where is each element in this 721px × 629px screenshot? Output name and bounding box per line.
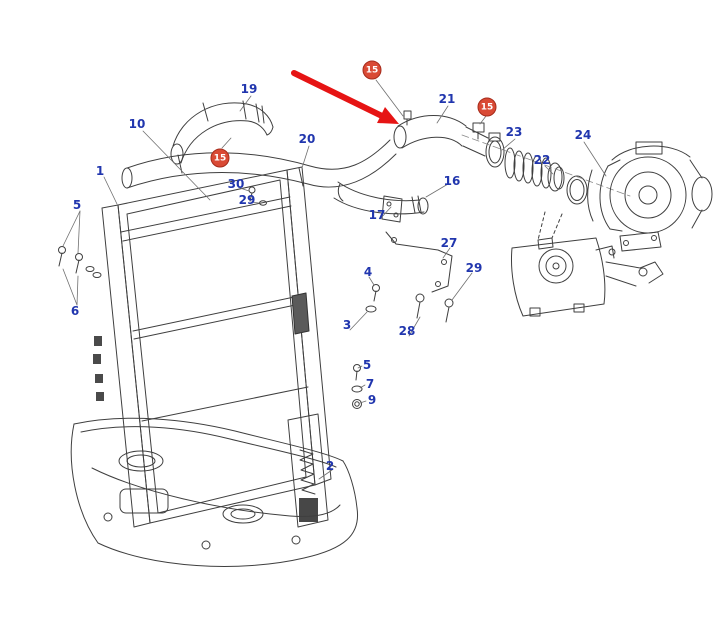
callout-22: 22 bbox=[533, 153, 551, 167]
callout-17: 17 bbox=[368, 208, 386, 222]
hoses-pipes-group bbox=[121, 100, 631, 223]
radiator-group bbox=[93, 166, 332, 528]
callout-6: 6 bbox=[70, 304, 80, 318]
callout-3: 3 bbox=[342, 318, 352, 332]
callout-7: 7 bbox=[365, 377, 375, 391]
callout-20: 20 bbox=[298, 132, 316, 146]
callout-23: 23 bbox=[505, 125, 523, 139]
callout-1: 1 bbox=[95, 164, 105, 178]
callout-5-left: 5 bbox=[72, 198, 82, 212]
callout-10: 10 bbox=[128, 117, 146, 131]
badge-15-clamp: 15 bbox=[477, 97, 497, 117]
brackets-fasteners-group bbox=[58, 186, 454, 409]
callout-4: 4 bbox=[363, 265, 373, 279]
callout-19: 19 bbox=[240, 82, 258, 96]
highlight-arrow bbox=[291, 70, 399, 124]
lower-tray-group bbox=[70, 417, 359, 567]
leader-lines bbox=[62, 79, 607, 480]
callout-24: 24 bbox=[574, 128, 592, 142]
callout-28: 28 bbox=[398, 324, 416, 338]
throttle-assembly-group bbox=[511, 211, 664, 317]
callout-29-right: 29 bbox=[465, 261, 483, 275]
callout-21: 21 bbox=[438, 92, 456, 106]
badge-15-top: 15 bbox=[362, 60, 382, 80]
callout-9: 9 bbox=[367, 393, 377, 407]
callout-5-mid: 5 bbox=[362, 358, 372, 372]
callout-27: 27 bbox=[440, 236, 458, 250]
badge-15-hose19: 15 bbox=[210, 148, 230, 168]
callout-2: 2 bbox=[325, 459, 335, 473]
turbocharger-group bbox=[587, 141, 713, 252]
callout-16: 16 bbox=[443, 174, 461, 188]
callout-30: 30 bbox=[227, 177, 245, 191]
callout-29-upper: 29 bbox=[238, 193, 256, 207]
